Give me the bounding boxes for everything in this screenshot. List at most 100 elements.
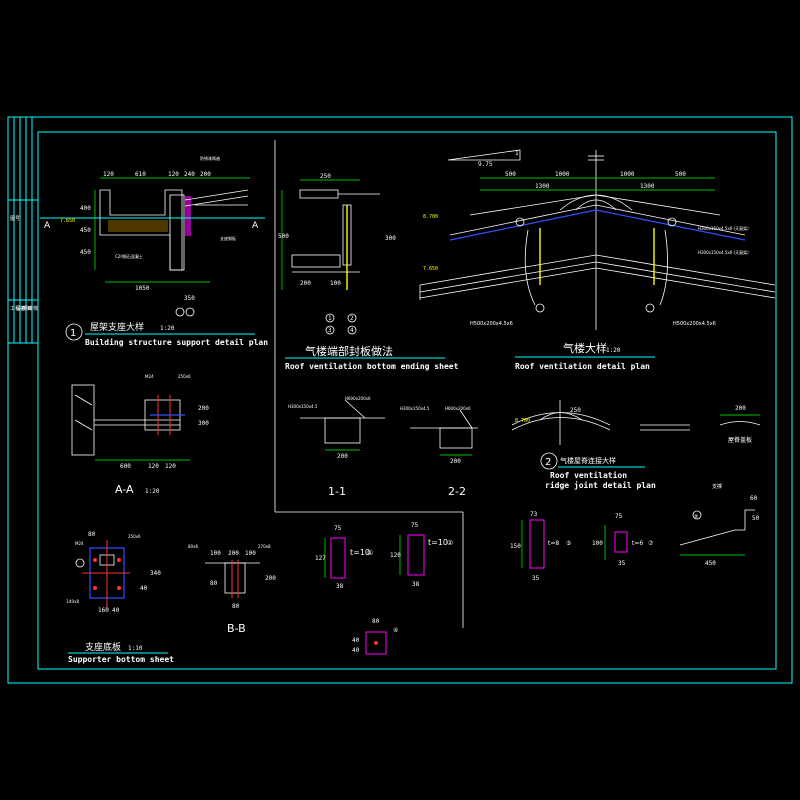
- frame-label-1: 工程名称: [10, 305, 30, 312]
- d1-title-cn: 屋架支座大样: [90, 321, 144, 333]
- plate7-dim-2: 35: [618, 560, 626, 567]
- bottom-dim-4: 40: [140, 585, 148, 592]
- plate7-mark: ⑦: [648, 540, 654, 547]
- plate4-mark: ④: [393, 627, 398, 634]
- aa-scale: 1:20: [145, 488, 160, 495]
- plate5-dim-0: 73: [530, 511, 538, 518]
- d1-dim-5: 1050: [135, 285, 150, 292]
- detail-section-22: 200 H300x150x4.5 H600x200x6 2-2: [400, 406, 478, 498]
- vent-beam-left: H500x200x4.5x6: [470, 321, 513, 327]
- section-mark-a-right: A: [252, 221, 259, 231]
- plate1-dim-2: 38: [336, 583, 344, 590]
- detail-support: 120 610 120 240 200 A A 7.650 400 450 45…: [40, 155, 268, 347]
- plate4-dim-1: 40: [352, 637, 360, 644]
- frame-label-3: 校对: [22, 305, 32, 312]
- vent-second-0: 1300: [535, 183, 550, 190]
- vent-title-en: Roof ventilation detail plan: [515, 361, 650, 371]
- vent-label-0: H300x150x4.5x6 (天窗架): [698, 225, 749, 231]
- end-dim-1: 500: [278, 233, 289, 240]
- d1-number: 1: [70, 328, 76, 339]
- d1-note-2: 支座钢板: [220, 235, 236, 241]
- aa-note-1: 250x6: [178, 374, 191, 379]
- plate5-dim-1: 150: [510, 543, 521, 550]
- detail-bb: 100 200 100 80 200 80 80x6 270x8 B-B: [188, 544, 276, 635]
- ridge-number: 2: [545, 457, 551, 468]
- d1-dim-1: 610: [135, 171, 146, 178]
- bottom-dim-0: 80: [88, 531, 96, 538]
- bb-note-0: 80x6: [188, 544, 198, 549]
- ridge-title-en-1: Roof ventilation: [550, 470, 627, 480]
- plate4-dim-2: 40: [352, 647, 360, 654]
- plate7-dim-1: 100: [592, 540, 603, 547]
- detail-roof-ventilation: 9.75 1 500 1000 1000 500 1300 1300 8.700: [419, 149, 776, 371]
- drawing-frame: 图号 工程名称 设计 校对 审核: [7, 116, 793, 684]
- aa-dim-3: 200: [198, 405, 209, 412]
- d1-dim-0: 120: [103, 171, 114, 178]
- end-dim-3: 200: [300, 280, 311, 287]
- plate1-dim-1: 127: [315, 555, 326, 562]
- plate7-label: t=6: [632, 540, 643, 547]
- bottom-note-1: 250x6: [128, 534, 141, 539]
- aa-dim-4: 300: [198, 420, 209, 427]
- plate5-mark: ⑤: [566, 540, 571, 547]
- bottom-title-cn: 支座底板: [85, 641, 121, 653]
- bb-note-1: 270x8: [258, 544, 271, 549]
- ridge-title-cn: 气楼屋脊连接大样: [560, 456, 616, 465]
- plate8-note: 支撑: [712, 483, 722, 490]
- d1-note-1: C20细石混凝土: [115, 253, 143, 259]
- s11-note-0: H300x150x4.5: [288, 404, 318, 409]
- d1-elev: 7.650: [60, 218, 75, 224]
- vent-second-1: 1300: [640, 183, 655, 190]
- plate8-dim-2: 50: [752, 515, 760, 522]
- bottom-dim-1: 340: [150, 570, 161, 577]
- vent-slope: 9.75: [478, 161, 493, 168]
- frame-label-4: 审核: [28, 305, 38, 312]
- detail-ridge-joint: 8.700 200 250 屋脊盖板 2 气楼屋脊连接大样 Roof venti…: [511, 400, 761, 490]
- vent-top-2: 1000: [620, 171, 635, 178]
- aa-note-0: M24: [145, 374, 154, 379]
- d1-scale: 1:20: [160, 325, 175, 332]
- vent-slope-ratio: 1: [515, 150, 519, 157]
- vent-elev-a: 8.700: [423, 214, 438, 220]
- detail-plate-1: 75 127 38 t=10 ①: [315, 525, 373, 590]
- bb-title: B-B: [227, 622, 246, 635]
- end-marker-4: 4: [350, 327, 354, 334]
- s22-note-0: H300x150x4.5: [400, 406, 430, 411]
- plate4-dim-0: 80: [372, 618, 380, 625]
- plate5-dim-2: 35: [532, 575, 540, 582]
- section-mark-a-left: A: [44, 221, 51, 231]
- end-dim-0: 250: [320, 173, 331, 180]
- d1-dim-3: 240: [184, 171, 195, 178]
- detail-bottom-sheet: 80 340 160 40 40 M24 250x6 -140x8 支座底板 1…: [65, 531, 174, 664]
- aa-title: A-A: [115, 483, 134, 496]
- bottom-title-en: Supporter bottom sheet: [68, 655, 174, 664]
- vent-scale: 1:20: [606, 347, 621, 354]
- vent-label-1: H300x150x4.5x6 (天窗架): [698, 249, 749, 255]
- bb-dim-0: 100: [210, 550, 221, 557]
- ridge-small-label: 屋脊盖板: [728, 436, 752, 444]
- bottom-dim-3: 40: [112, 607, 120, 614]
- plate2-dim-0: 75: [411, 522, 419, 529]
- s22-note-1: H600x200x6: [445, 406, 471, 411]
- plate2-mark: ②: [447, 539, 453, 547]
- bottom-note-0: M24: [75, 541, 84, 546]
- bb-dim-3: 80: [210, 580, 218, 587]
- d1-title-en: Building structure support detail plan: [85, 337, 268, 347]
- s11-note-1: H600x200x6: [345, 396, 371, 401]
- frame-label-2: 设计: [16, 305, 26, 312]
- ridge-dim-0: 200: [735, 405, 746, 412]
- end-title-en: Roof ventilation bottom ending sheet: [285, 361, 459, 371]
- plate1-dim-0: 75: [334, 525, 342, 532]
- d1-dim-2: 120: [168, 171, 179, 178]
- plate8-dim-0: 450: [705, 560, 716, 567]
- ridge-title-en-2: ridge joint detail plan: [545, 480, 656, 490]
- detail-ending-sheet: 250 500 300 200 100 1 2 3 4 气楼端部封板做法 Roo…: [278, 173, 459, 371]
- bottom-note-2: -140x8: [65, 599, 79, 604]
- vent-top-1: 1000: [555, 171, 570, 178]
- bb-dim-2: 100: [245, 550, 256, 557]
- detail-plate-2: 75 120 38 t=10 ②: [390, 522, 453, 588]
- plate8-dim-1: 60: [750, 495, 758, 502]
- s22-title: 2-2: [448, 485, 466, 498]
- aa-dim-0: 600: [120, 463, 131, 470]
